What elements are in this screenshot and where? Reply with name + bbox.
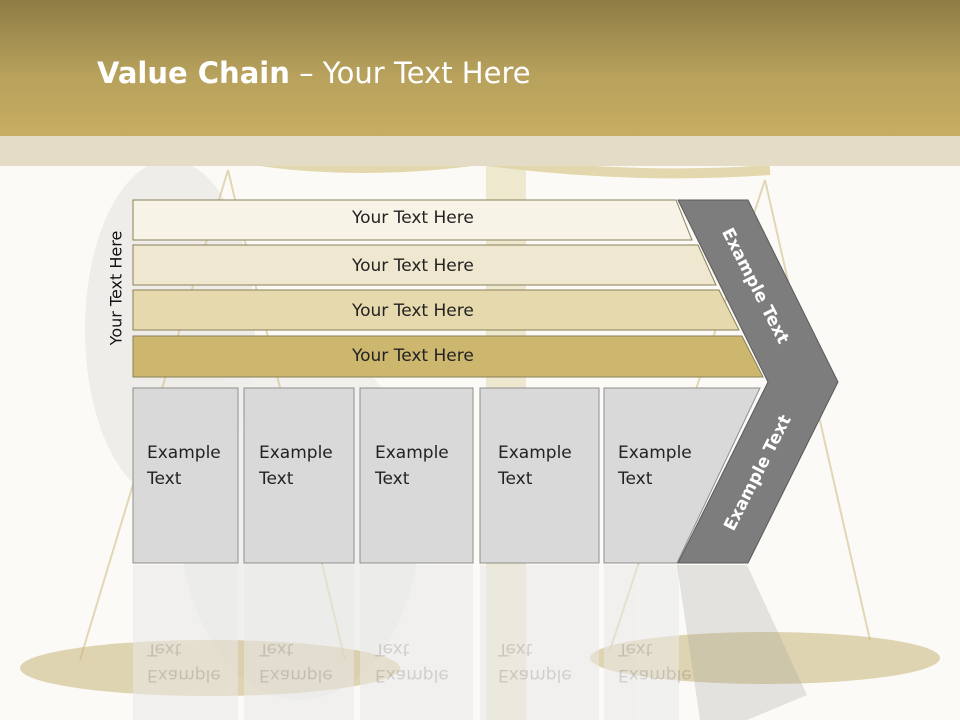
bar-1-shape (132, 199, 693, 241)
box-3-reflection-line1: Example (375, 665, 449, 685)
box-3-reflection: Example Text (375, 636, 470, 688)
side-label: Your Text Here (106, 230, 126, 346)
box-3-line2: Text (375, 469, 410, 489)
title-bold: Value Chain (97, 56, 290, 90)
box-2-shape (243, 387, 355, 564)
bar-4-label: Your Text Here (352, 346, 474, 366)
header-bar (0, 0, 960, 136)
box-2-line2: Text (259, 469, 294, 489)
chevron-shape (677, 199, 839, 564)
box-5-reflection: Example Text (618, 636, 713, 688)
box-2-reflection-line1: Example (259, 665, 333, 685)
box-5-shape (603, 387, 761, 564)
box-2-text: Example Text (259, 440, 354, 492)
box-1-reflection-line2: Text (147, 639, 182, 659)
box-1-line2: Text (147, 469, 182, 489)
bar-2-label: Your Text Here (352, 256, 474, 276)
box-4-text: Example Text (498, 440, 593, 492)
box-5-line1: Example (618, 443, 692, 463)
box-2-reflection: Example Text (259, 636, 354, 688)
box-3-line1: Example (375, 443, 449, 463)
box-2-line1: Example (259, 443, 333, 463)
bar-2-shape (132, 244, 717, 286)
box-3-shape (359, 387, 474, 564)
box-4-reflection-line2: Text (498, 639, 533, 659)
bar-3-label: Your Text Here (352, 301, 474, 321)
box-1-reflection-line1: Example (147, 665, 221, 685)
box-5-reflection-line2: Text (618, 639, 653, 659)
box-4-reflection: Example Text (498, 636, 593, 688)
bar-1-label: Your Text Here (352, 208, 474, 228)
bar-3-shape (132, 289, 740, 331)
box-4-shape (479, 387, 600, 564)
box-4-line2: Text (498, 469, 533, 489)
box-5-reflection-line1: Example (618, 665, 692, 685)
title-rest: – Your Text Here (289, 56, 531, 90)
page-title: Value Chain – Your Text Here (97, 56, 531, 90)
box-2-reflection-line2: Text (259, 639, 294, 659)
box-5-line2: Text (618, 469, 653, 489)
bar-4-shape (132, 335, 764, 378)
box-4-reflection-line1: Example (498, 665, 572, 685)
box-5-text: Example Text (618, 440, 713, 492)
header-band (0, 136, 960, 166)
box-1-shape (132, 387, 239, 564)
box-1-text: Example Text (147, 440, 242, 492)
box-4-line1: Example (498, 443, 572, 463)
box-1-reflection: Example Text (147, 636, 242, 688)
box-3-reflection-line2: Text (375, 639, 410, 659)
box-1-line1: Example (147, 443, 221, 463)
box-3-text: Example Text (375, 440, 470, 492)
